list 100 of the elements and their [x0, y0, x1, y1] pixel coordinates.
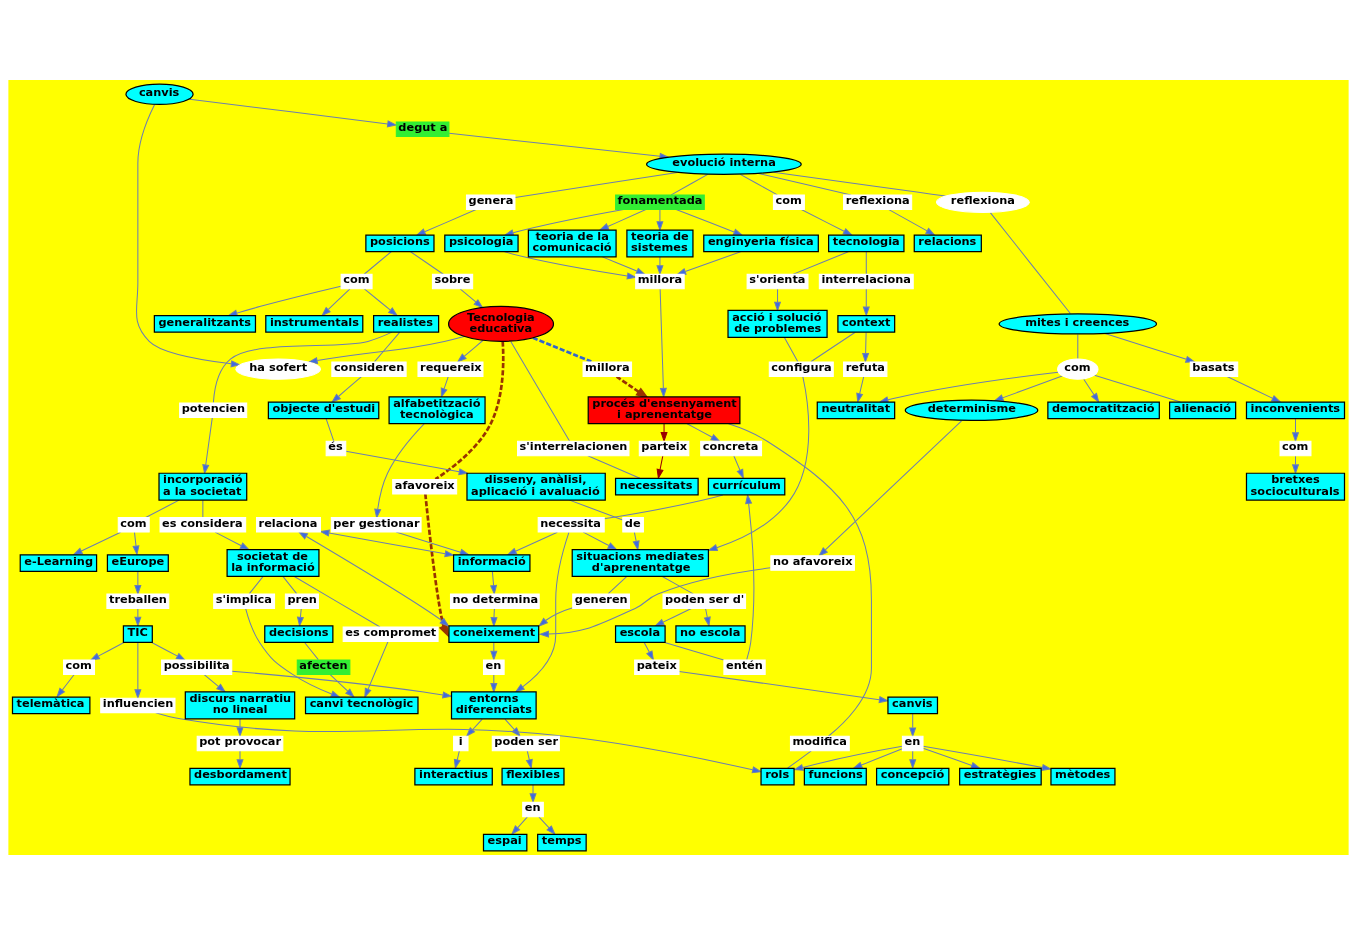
arrow	[72, 531, 122, 556]
node-box: en	[483, 659, 505, 675]
arrow	[510, 816, 528, 836]
node-box: com	[63, 659, 96, 675]
arrow	[155, 712, 763, 774]
arrow	[506, 531, 558, 556]
connector	[787, 750, 812, 769]
node-box: pot provocar	[196, 735, 284, 752]
node-box: flexibles	[501, 767, 565, 786]
arrow	[1226, 375, 1282, 403]
node-box: afecten	[296, 659, 351, 675]
node-box: temps	[537, 833, 587, 852]
node-box: eEurope	[106, 554, 169, 572]
arrow	[236, 718, 244, 738]
arrow	[236, 750, 244, 770]
node-box: poden ser d'	[662, 593, 747, 609]
connector	[607, 576, 628, 595]
node-box: genera	[465, 194, 516, 210]
node-box: disseny, anàlisi, aplicació i avaluació	[466, 472, 606, 501]
connector	[664, 641, 725, 661]
node-box: no afavoreix	[770, 555, 855, 571]
node-ellipse: reflexiona	[935, 191, 1030, 213]
arrow	[525, 750, 533, 770]
node-box: decisions	[264, 625, 334, 644]
arrow	[659, 288, 667, 399]
node-box: basats	[1189, 361, 1239, 377]
node-box: relacions	[913, 234, 982, 253]
node-box: context	[837, 315, 896, 333]
node-box: possibilita	[161, 659, 233, 675]
arrow	[440, 376, 449, 399]
node-box: pren	[284, 593, 319, 609]
arrow	[773, 288, 782, 312]
node-box: informació	[452, 554, 531, 572]
arrow	[909, 713, 917, 738]
arrow	[632, 531, 640, 551]
node-box: com	[117, 517, 150, 533]
arrow	[89, 642, 125, 661]
node-box: entén	[723, 659, 766, 675]
node-box: configura	[768, 361, 834, 377]
arrow	[319, 529, 455, 558]
node-box: com	[772, 194, 805, 210]
arrow	[582, 531, 618, 551]
connector	[739, 173, 778, 196]
node-box: currículum	[707, 477, 786, 496]
arrow	[134, 607, 142, 628]
node-box: objecte d'estudi	[267, 401, 380, 420]
node-box: fonamentada	[615, 194, 705, 210]
arrow	[514, 531, 570, 693]
node-box: concepció	[876, 767, 950, 786]
node-box: afavoreix	[392, 478, 458, 495]
arrow	[538, 567, 772, 638]
arrow	[922, 747, 982, 769]
connector	[304, 642, 319, 661]
arrow	[733, 455, 744, 480]
node-box: de	[622, 517, 644, 533]
node-box: relaciona	[256, 517, 321, 533]
connector	[282, 576, 298, 595]
node-box: desbordament	[189, 767, 291, 786]
arrow	[465, 718, 483, 738]
node-box: enginyeria física	[703, 234, 819, 253]
node-box: e-Learning	[19, 554, 98, 572]
node-box: millora	[635, 273, 685, 290]
connector	[363, 251, 392, 275]
arrow	[745, 493, 755, 661]
node-ellipse: determinisme	[904, 399, 1039, 422]
node-box: potencien	[179, 402, 248, 419]
node-box: pateix	[634, 659, 680, 675]
arrow	[364, 641, 389, 699]
node-box: estratègies	[959, 767, 1042, 786]
node-box: neutralitat	[816, 401, 896, 420]
node-box: refuta	[843, 361, 888, 377]
node-box: com	[1279, 440, 1312, 457]
connector	[989, 212, 1071, 315]
arrow	[374, 423, 425, 520]
arrow	[538, 816, 556, 836]
node-box: necessitats	[614, 477, 699, 496]
arrow	[214, 531, 251, 551]
node-box: coneixement	[448, 625, 540, 644]
node-ellipse: mites i creences	[998, 313, 1158, 335]
node-box: canvis	[887, 696, 939, 715]
arrow	[453, 750, 461, 770]
node-ellipse: Tecnologia educativa	[448, 305, 555, 342]
connector	[293, 576, 381, 628]
node-box: democratització	[1047, 401, 1160, 420]
node-box: alienació	[1169, 401, 1237, 420]
node-box: requereix	[417, 361, 484, 377]
node-box: telemàtica	[11, 696, 91, 715]
arrow	[660, 423, 668, 443]
arrow	[307, 335, 465, 365]
node-box: TIC	[122, 625, 153, 644]
connector	[1077, 334, 1079, 360]
node-box: tecnologia	[828, 234, 905, 253]
node-box: treballen	[106, 593, 170, 609]
arrow	[456, 340, 484, 363]
node-box: mètodes	[1050, 767, 1116, 786]
node-box: situacions mediates d'aprenentatge	[571, 549, 710, 578]
node-ellipse: canvis	[125, 83, 194, 106]
arrow	[202, 417, 213, 475]
node-box: es compromet	[342, 626, 439, 642]
arrow	[656, 455, 664, 480]
